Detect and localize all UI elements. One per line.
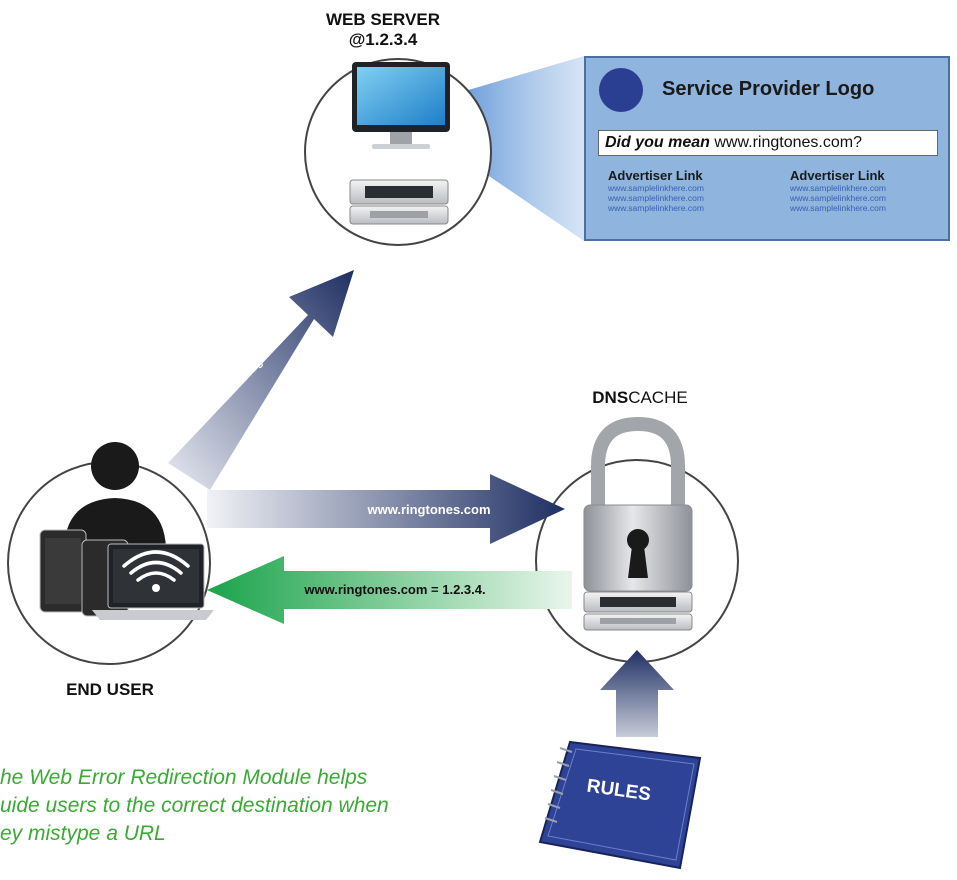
advertiser-link[interactable]: www.samplelinkhere.com (790, 193, 886, 203)
did-you-mean-prefix: Did you mean (605, 134, 710, 151)
advertiser-link[interactable]: www.samplelinkhere.com (790, 183, 886, 193)
arrow-label-dns-reply: www.ringtones.com = 1.2.3.4. (303, 582, 485, 597)
dns-cache-title-regular: CACHE (628, 388, 688, 407)
dns-cache-title-bold: DNS (592, 388, 629, 407)
advertiser-link[interactable]: www.samplelinkhere.com (608, 183, 704, 193)
rules-book-icon (538, 740, 702, 870)
logo-circle-icon (599, 68, 643, 112)
monitor-icon (352, 62, 450, 149)
dns-cache-title: DNSCACHE (575, 388, 705, 408)
arrow-to-web-server (168, 270, 354, 490)
web-server-title: WEB SERVER @1.2.3.4 (318, 10, 448, 50)
devices-icon (39, 529, 214, 620)
advertiser-heading: Advertiser Link (608, 168, 703, 183)
screen-beam (448, 56, 584, 241)
web-server-title-line2: @1.2.3.4 (348, 30, 418, 49)
arrow-label-to-dns: www.ringtones.com (366, 502, 490, 517)
caption-line-2: uide users to the correct destination wh… (0, 794, 389, 817)
end-user-title: END USER (66, 680, 154, 699)
caption-line-3: ey mistype a URL (0, 822, 166, 845)
advertiser-column-2: Advertiser Link www.samplelinkhere.com w… (790, 168, 950, 213)
did-you-mean-bar: Did you mean www.ringtones.com? (598, 130, 938, 156)
did-you-mean-suggestion: www.ringtones.com? (709, 134, 862, 151)
wifi-icon (122, 550, 190, 582)
advertiser-link[interactable]: www.samplelinkhere.com (790, 203, 886, 213)
web-server-title-line1: WEB SERVER (326, 10, 440, 29)
padlock-icon (583, 416, 693, 592)
advertiser-link[interactable]: www.samplelinkhere.com (608, 203, 704, 213)
arrow-dns-reply (207, 556, 572, 624)
advertiser-heading: Advertiser Link (790, 168, 885, 183)
service-provider-logo: Service Provider Logo (662, 78, 875, 100)
server-rack-icon (349, 179, 449, 225)
arrow-rules-to-dns (600, 650, 674, 737)
caption-line-1: he Web Error Redirection Module helps (0, 766, 368, 789)
user-icon (64, 442, 166, 548)
redirect-page-preview: Service Provider Logo Did you mean www.r… (584, 56, 950, 241)
advertiser-column-1: Advertiser Link www.samplelinkhere.com w… (608, 168, 768, 213)
arrow-to-dns (207, 474, 565, 544)
dns-server-icon (583, 591, 693, 631)
advertiser-link[interactable]: www.samplelinkhere.com (608, 193, 704, 203)
caption: he Web Error Redirection Module helps ui… (0, 764, 520, 848)
